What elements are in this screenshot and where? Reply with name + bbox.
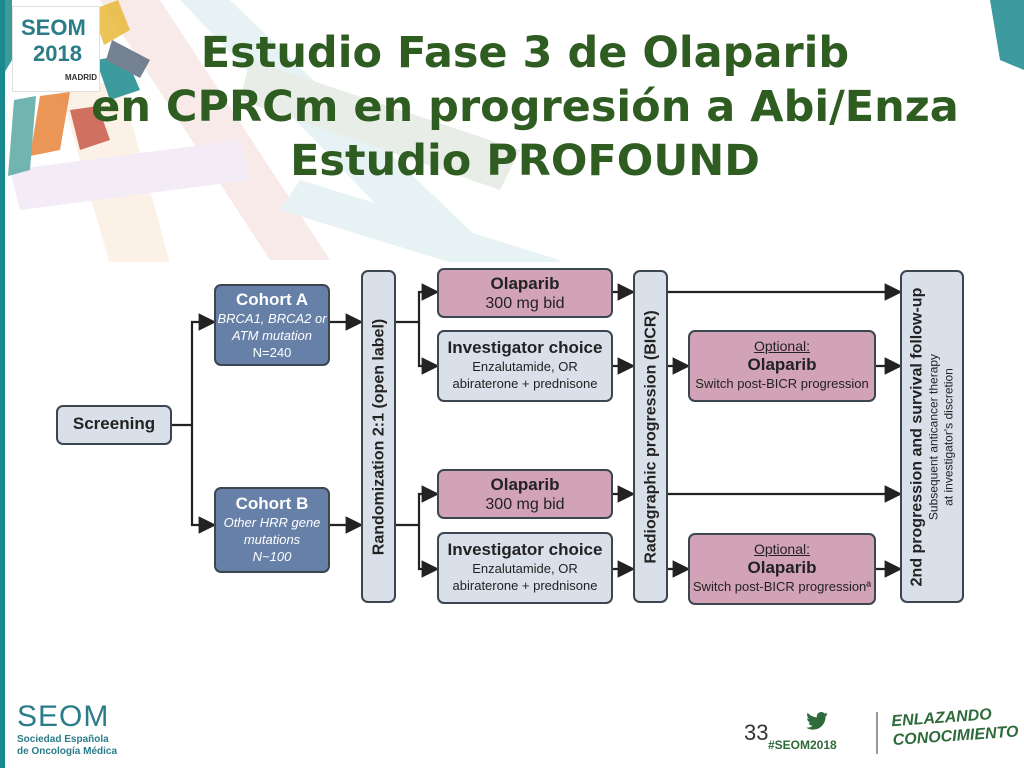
cohort-b-title: Cohort B (235, 494, 309, 513)
footer-org-line2: de Oncología Médica (17, 746, 118, 757)
investigator-arm-a-line2: abiraterone + prednisone (452, 376, 598, 391)
optional-a-label: Optional: (753, 338, 811, 354)
olaparib-arm-a-dose: 300 mg bid (485, 295, 565, 312)
page-number: 33 (744, 720, 769, 745)
olaparib-arm-b-title: Olaparib (490, 475, 560, 494)
event-hashtag: #SEOM2018 (768, 738, 837, 752)
seom-2018-logo: SEOM 2018 MADRID (12, 6, 100, 92)
cohort-a-line3: N=240 (252, 345, 292, 360)
optional-a-line1: Switch post-BICR progression (695, 376, 869, 391)
footer-org-line1: Sociedad Española (17, 734, 109, 745)
cohort-b-box: Cohort B Other HRR gene mutations N~100 (214, 487, 330, 573)
title-line-2: en CPRCm en progresión a Abi/Enza (91, 82, 959, 132)
cohort-b-line2: mutations (243, 532, 301, 547)
seom-footer-logo: SEOM Sociedad Española de Oncología Médi… (17, 700, 117, 758)
radiographic-progression-label: Radiographic progression (BICR) (642, 309, 659, 564)
footer-slogan: ENLAZANDO CONOCIMIENTO (891, 704, 1019, 750)
investigator-arm-b-line1: Enzalutamide, OR (472, 561, 578, 576)
olaparib-arm-a-title: Olaparib (490, 274, 560, 293)
twitter-bird-icon (806, 712, 828, 730)
flow-arrows (172, 283, 903, 578)
olaparib-arm-a-box: Olaparib 300 mg bid (437, 268, 613, 318)
cohort-a-box: Cohort A BRCA1, BRCA2 or ATM mutation N=… (214, 284, 330, 366)
randomization-label: Randomization 2:1 (open label) (370, 318, 387, 555)
olaparib-arm-b-dose: 300 mg bid (485, 496, 565, 513)
optional-b-line1: Switch post-BICR progressionª (692, 579, 872, 594)
screening-label: Screening (72, 414, 156, 433)
study-design-diagram: Screening Cohort A BRCA1, BRCA2 or ATM m… (36, 262, 991, 617)
optional-b-title: Olaparib (747, 558, 817, 577)
cohort-a-title: Cohort A (235, 290, 309, 309)
investigator-arm-b-title: Investigator choice (447, 540, 603, 559)
optional-a-title: Olaparib (747, 355, 817, 374)
logo-text-seom: SEOM (21, 15, 86, 40)
investigator-arm-b-line2: abiraterone + prednisone (452, 578, 598, 593)
randomization-box: Randomization 2:1 (open label) (361, 270, 396, 603)
cohort-a-line1: BRCA1, BRCA2 or (217, 311, 327, 326)
title-line-1: Estudio Fase 3 de Olaparib (200, 28, 850, 78)
logo-text-year: 2018 (33, 41, 82, 66)
title-line-3: Estudio PROFOUND (290, 136, 760, 186)
followup-box: 2nd progression and survival follow-up S… (900, 270, 964, 603)
cohort-b-line1: Other HRR gene (223, 515, 321, 530)
optional-olaparib-a-box: Optional: Olaparib Switch post-BICR prog… (688, 330, 876, 402)
cohort-b-line3: N~100 (252, 549, 292, 564)
optional-b-label: Optional: (753, 541, 811, 557)
radiographic-progression-box: Radiographic progression (BICR) (633, 270, 668, 603)
slide-title: Estudio Fase 3 de Olaparib en CPRCm en p… (90, 26, 960, 188)
footer-org-name: SEOM (17, 700, 110, 733)
followup-line1: Subsequent anticancer therapy (926, 353, 941, 520)
background-decoration (0, 0, 1024, 300)
optional-olaparib-b-box: Optional: Olaparib Switch post-BICR prog… (688, 533, 876, 605)
screening-box: Screening (56, 405, 172, 445)
left-accent-bar (0, 0, 5, 768)
cohort-a-line2: ATM mutation (232, 328, 312, 343)
investigator-arm-a-line1: Enzalutamide, OR (472, 359, 578, 374)
followup-title: 2nd progression and survival follow-up (908, 287, 926, 586)
followup-line2: at investigator's discretion (941, 367, 956, 506)
olaparib-arm-b-box: Olaparib 300 mg bid (437, 469, 613, 519)
investigator-arm-a-title: Investigator choice (447, 338, 603, 357)
footer-divider (876, 712, 878, 754)
investigator-arm-b-box: Investigator choice Enzalutamide, OR abi… (437, 532, 613, 604)
investigator-arm-a-box: Investigator choice Enzalutamide, OR abi… (437, 330, 613, 402)
logo-text-city: MADRID (65, 73, 97, 82)
